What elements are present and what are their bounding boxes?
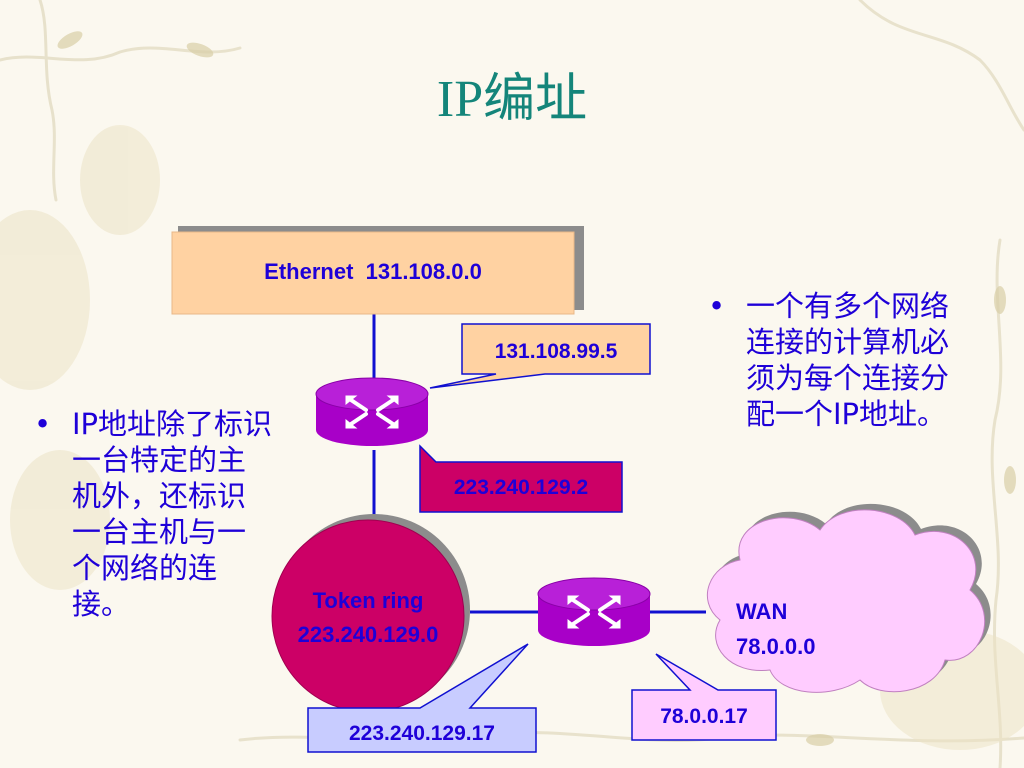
callout-router2-ring-ip: 223.240.129.17: [307, 643, 537, 753]
router1-ring-ip: 223.240.129.2: [454, 476, 588, 499]
token-ring-address: 223.240.129.0: [298, 622, 439, 647]
router1-ethernet-ip: 131.108.99.5: [495, 340, 618, 363]
bullet-list-right: 一个有多个网络连接的计算机必须为每个连接分配一个IP地址。: [708, 288, 968, 432]
ethernet-segment: Ethernet 131.108.0.0: [171, 226, 584, 315]
bullet-list-left: IP地址除了标识一台特定的主机外，还标识一台主机与一个网络的连接。: [34, 406, 274, 622]
wan-cloud: WAN 78.0.0.0: [706, 503, 991, 693]
router-1: [315, 377, 429, 446]
bullet-item: IP地址除了标识一台特定的主机外，还标识一台主机与一个网络的连接。: [34, 406, 274, 622]
router-arrows-icon: [567, 595, 621, 629]
router-arrows-icon: [345, 395, 399, 429]
callout-router2-wan-ip: 78.0.0.17: [631, 653, 777, 741]
router-2: [537, 577, 651, 646]
callout-router1-ethernet-ip: 131.108.99.5: [429, 323, 651, 389]
token-ring-label: Token ring: [313, 588, 424, 613]
slide-title: IP编址: [436, 71, 588, 128]
router2-wan-ip: 78.0.0.17: [660, 705, 748, 728]
bullet-item: 一个有多个网络连接的计算机必须为每个连接分配一个IP地址。: [708, 288, 968, 432]
router2-ring-ip: 223.240.129.17: [349, 722, 495, 745]
wan-address: 78.0.0.0: [736, 634, 816, 659]
wan-label: WAN: [736, 599, 787, 624]
ethernet-label: Ethernet 131.108.0.0: [264, 259, 482, 284]
token-ring-network: Token ring 223.240.129.0: [271, 514, 470, 713]
callout-router1-ring-ip: 223.240.129.2: [419, 444, 623, 513]
